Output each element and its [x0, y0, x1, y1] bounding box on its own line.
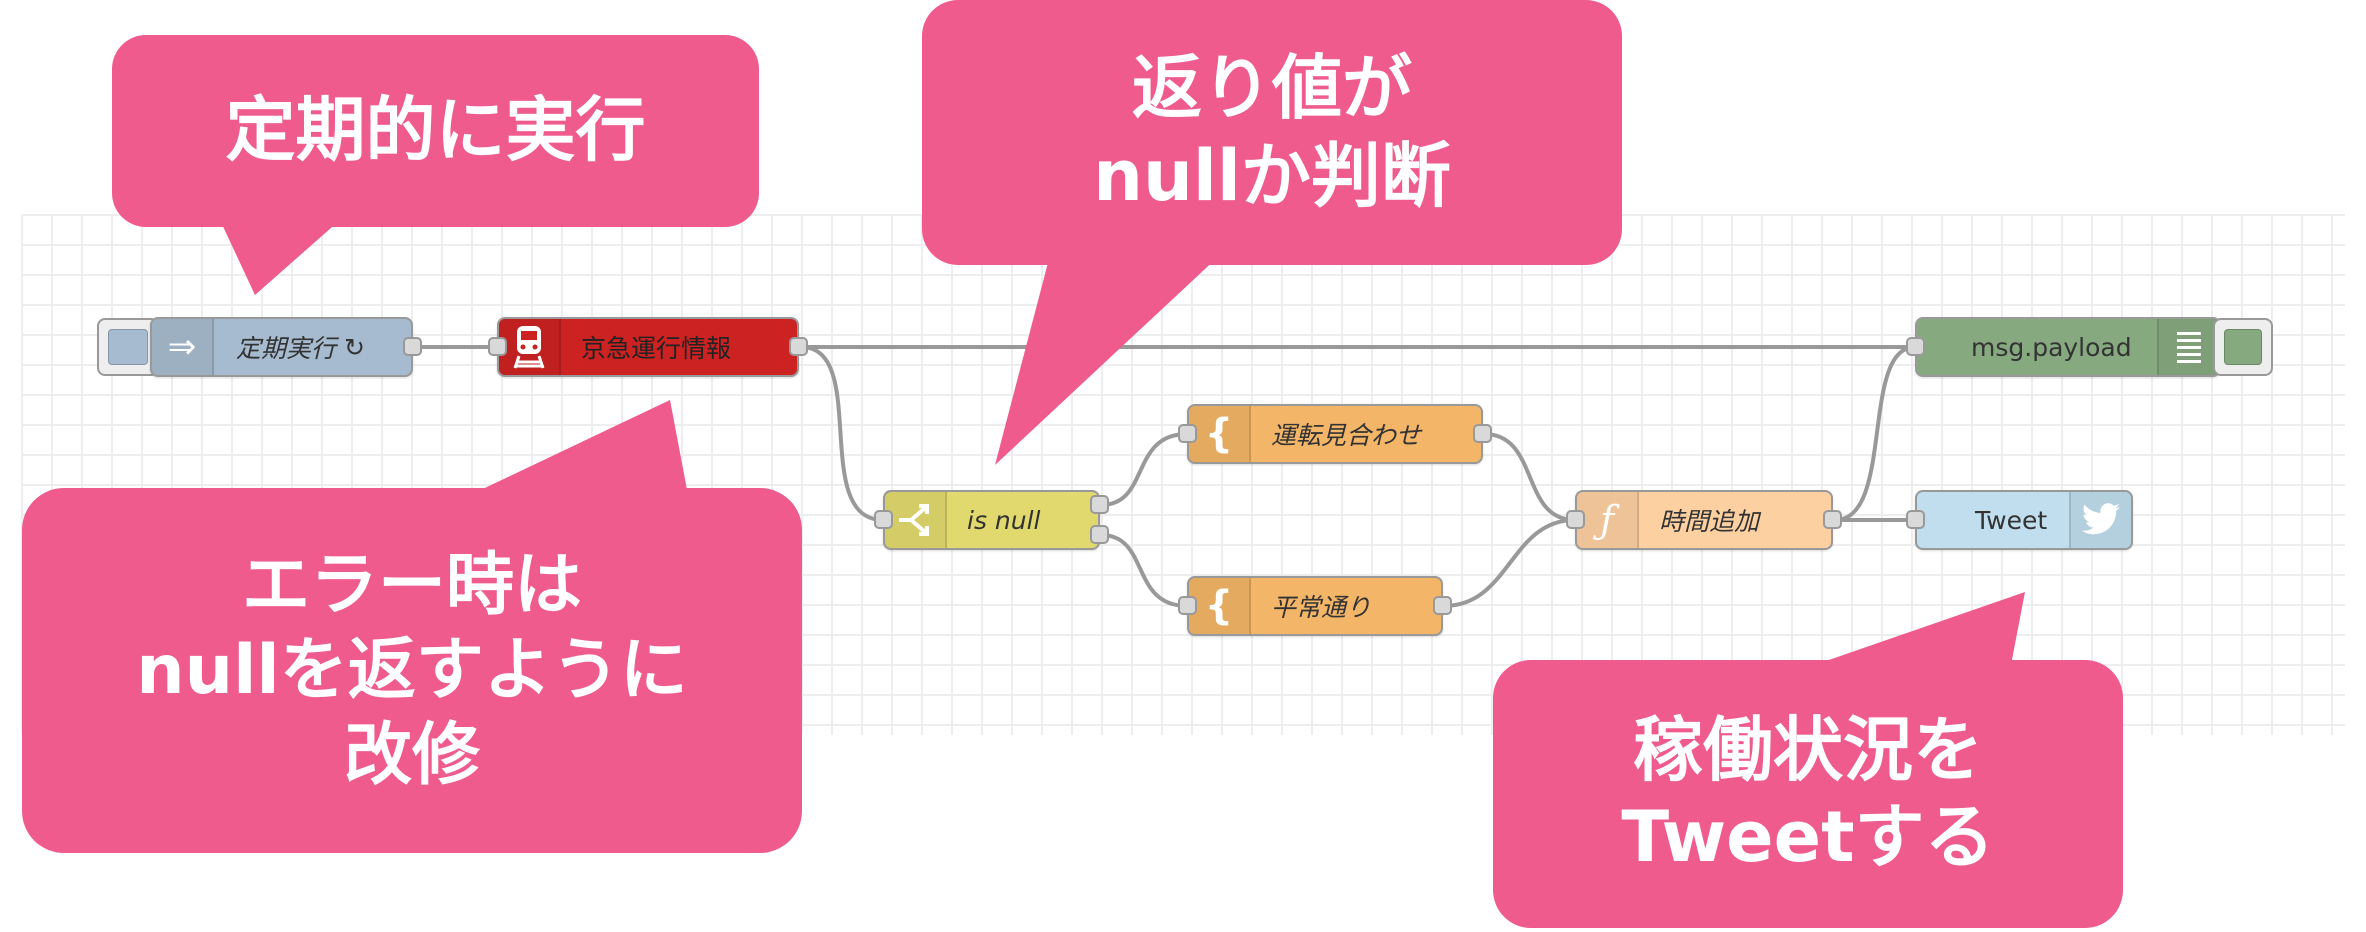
- wires: [415, 345, 1916, 608]
- switch-node[interactable]: is null: [874, 490, 1109, 550]
- switch-output-port-1[interactable]: [1090, 495, 1109, 514]
- train-icon: [499, 319, 561, 375]
- twitter-bird-icon: [2069, 492, 2131, 548]
- wire-template-normal-to-function: [1443, 518, 1576, 608]
- keikyu-node-label: 京急運行情報: [581, 334, 732, 363]
- curly-brace-icon: {: [1189, 406, 1251, 462]
- callout-tweet-box: [1493, 660, 2123, 928]
- debug-node[interactable]: msg.payload: [1906, 317, 2221, 377]
- function-node[interactable]: ƒ 時間追加: [1566, 490, 1842, 550]
- function-input-port[interactable]: [1566, 510, 1585, 529]
- repeat-icon: ↻: [344, 332, 365, 362]
- switch-input-port[interactable]: [874, 510, 893, 529]
- callout-return-value-pointer: [995, 255, 1220, 465]
- function-output-port[interactable]: [1823, 510, 1842, 529]
- callout-error-box: [22, 488, 802, 853]
- twitter-node-label: Tweet: [1975, 505, 2048, 535]
- inject-output-port[interactable]: [403, 337, 422, 356]
- wire-keikyu-to-switch: [800, 345, 884, 522]
- twitter-node[interactable]: Tweet: [1906, 490, 2133, 550]
- arrow-in-icon: ⇒: [152, 319, 214, 375]
- callout-return-value-line-2: nullか判断: [1093, 134, 1451, 217]
- callout-tweet-pointer: [1800, 592, 2025, 670]
- debug-toggle-button[interactable]: [2213, 318, 2273, 376]
- callout-error-line-1: エラー時は: [241, 546, 582, 625]
- wire-function-to-debug: [1834, 345, 1916, 522]
- callout-tweet-line-2: Tweetする: [1621, 796, 1995, 878]
- callouts: [22, 0, 2123, 928]
- wire-template-ok-to-function: [1483, 432, 1576, 522]
- wire-switch-to-template-ok: [1100, 432, 1188, 507]
- callout-periodic-line: 定期的に実行: [225, 89, 646, 172]
- debug-input-port[interactable]: [1906, 337, 1925, 356]
- function-icon: ƒ: [1577, 492, 1639, 548]
- debug-node-label: msg.payload: [1971, 332, 2132, 362]
- keikyu-output-port[interactable]: [789, 337, 808, 356]
- callout-tweet-line-1: 稼働状況を: [1633, 708, 1983, 791]
- template-node-normal[interactable]: { 平常通り: [1178, 576, 1452, 636]
- template-normal-input-port[interactable]: [1178, 596, 1197, 615]
- switch-output-port-2[interactable]: [1090, 525, 1109, 544]
- switch-node-label: is null: [967, 505, 1041, 535]
- switch-icon: [885, 492, 947, 548]
- template-node-suspended[interactable]: { 運転見合わせ: [1178, 404, 1492, 464]
- function-node-label: 時間追加: [1659, 507, 1760, 536]
- callout-error-line-3: 改修: [343, 716, 480, 795]
- callout-periodic-box: [112, 35, 759, 227]
- callout-return-value-box: [922, 0, 1622, 265]
- inject-node-label: 定期実行: [236, 334, 337, 363]
- callout-periodic-text: 定期的に実行: [112, 35, 759, 227]
- template-normal-output-port[interactable]: [1433, 596, 1452, 615]
- twitter-input-port[interactable]: [1906, 510, 1925, 529]
- template-suspended-output-port[interactable]: [1473, 424, 1492, 443]
- callout-tweet-text: 稼働状況を Tweetする: [1493, 660, 2123, 928]
- template-suspended-input-port[interactable]: [1178, 424, 1197, 443]
- keikyu-node[interactable]: 京急運行情報: [488, 317, 808, 377]
- callout-error-line-2: nullを返すように: [136, 631, 688, 710]
- list-icon: [2157, 319, 2219, 375]
- inject-node[interactable]: ⇒ 定期実行 ↻: [150, 317, 422, 377]
- template-normal-label: 平常通り: [1271, 593, 1372, 622]
- callout-error-pointer: [470, 400, 688, 495]
- template-suspended-label: 運転見合わせ: [1271, 421, 1422, 450]
- curly-brace-icon: {: [1189, 578, 1251, 634]
- callout-return-value-line-1: 返り値が: [1132, 47, 1412, 129]
- callout-error-text: エラー時は nullを返すように 改修: [22, 488, 802, 853]
- callout-return-value-text: 返り値が nullか判断: [922, 0, 1622, 265]
- inject-button[interactable]: [97, 318, 159, 376]
- keikyu-input-port[interactable]: [488, 337, 507, 356]
- wire-switch-to-template-normal: [1100, 533, 1188, 608]
- callout-periodic-pointer: [220, 220, 340, 295]
